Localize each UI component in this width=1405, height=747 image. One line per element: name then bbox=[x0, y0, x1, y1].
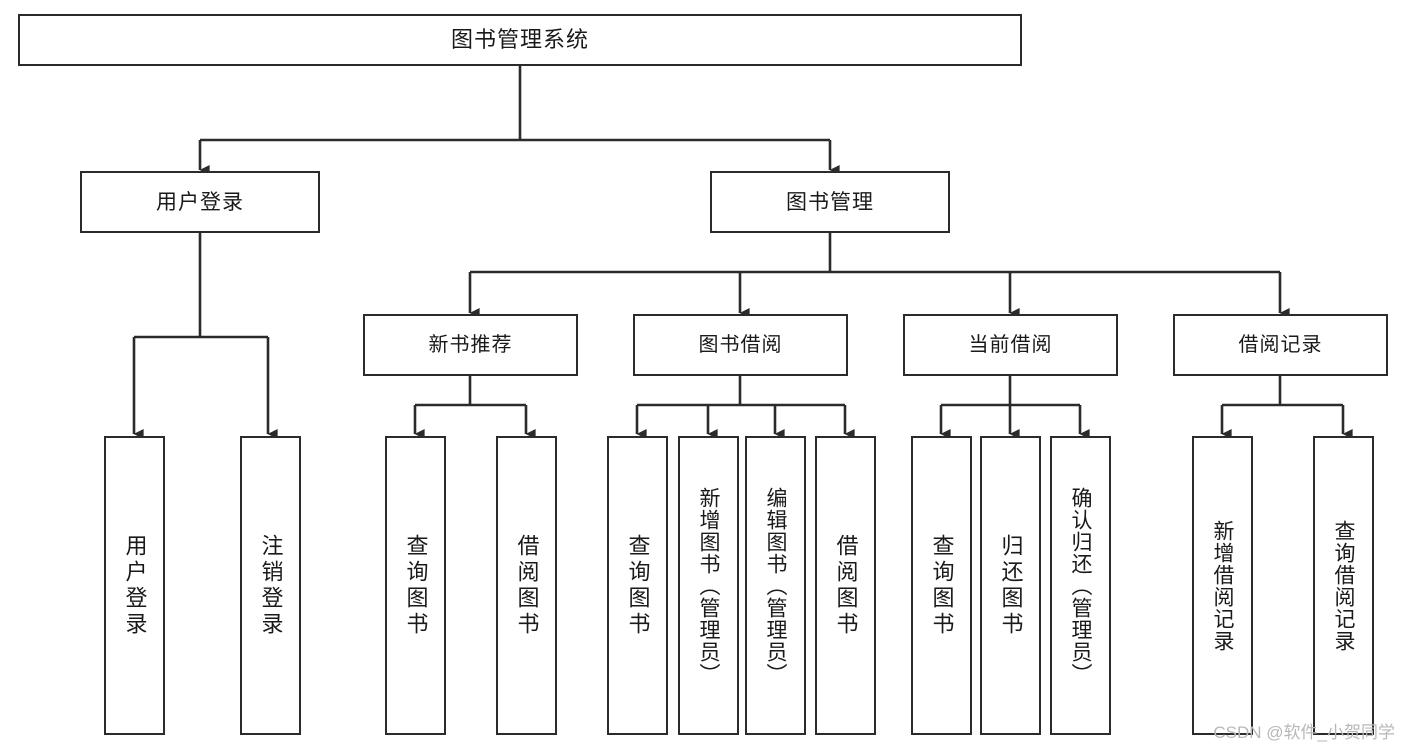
leaf-current-query-book[interactable]: 查询图书 bbox=[911, 436, 972, 735]
leaf-confirm-return-admin[interactable]: 确认归还（管理员） bbox=[1050, 436, 1111, 735]
node-book-borrow[interactable]: 图书借阅 bbox=[633, 314, 848, 376]
node-new-book-recommend[interactable]: 新书推荐 bbox=[363, 314, 578, 376]
leaf-add-borrow-record-label: 新增借阅记录 bbox=[1211, 519, 1234, 652]
node-user-login[interactable]: 用户登录 bbox=[80, 171, 320, 233]
leaf-return-book-label: 归还图书 bbox=[998, 533, 1024, 638]
node-borrow-record[interactable]: 借阅记录 bbox=[1173, 314, 1388, 376]
node-user-login-label: 用户登录 bbox=[156, 190, 244, 214]
node-new-book-recommend-label: 新书推荐 bbox=[428, 334, 513, 356]
node-current-borrow[interactable]: 当前借阅 bbox=[903, 314, 1118, 376]
node-root[interactable]: 图书管理系统 bbox=[18, 14, 1022, 66]
csdn-watermark: CSDN @软件_小贺同学 bbox=[1213, 723, 1395, 742]
leaf-borrow-borrow-book-label: 借阅图书 bbox=[833, 533, 859, 638]
leaf-confirm-return-admin-label: 确认归还（管理员） bbox=[1069, 486, 1092, 685]
leaf-logout[interactable]: 注销登录 bbox=[240, 436, 301, 735]
node-book-management-label: 图书管理 bbox=[786, 190, 874, 214]
leaf-borrow-query-book[interactable]: 查询图书 bbox=[607, 436, 668, 735]
leaf-add-book-admin-label: 新增图书（管理员） bbox=[697, 486, 720, 685]
node-book-management[interactable]: 图书管理 bbox=[710, 171, 950, 233]
leaf-borrow-borrow-book[interactable]: 借阅图书 bbox=[815, 436, 876, 735]
leaf-current-query-book-label: 查询图书 bbox=[929, 533, 955, 638]
node-book-borrow-label: 图书借阅 bbox=[698, 334, 783, 356]
leaf-add-book-admin[interactable]: 新增图书（管理员） bbox=[678, 436, 739, 735]
leaf-borrow-query-book-label: 查询图书 bbox=[625, 533, 651, 638]
node-current-borrow-label: 当前借阅 bbox=[968, 334, 1053, 356]
leaf-edit-book-admin[interactable]: 编辑图书（管理员） bbox=[745, 436, 806, 735]
leaf-logout-label: 注销登录 bbox=[258, 533, 284, 638]
leaf-recommend-borrow-book-label: 借阅图书 bbox=[514, 533, 540, 638]
leaf-edit-book-admin-label: 编辑图书（管理员） bbox=[764, 486, 787, 685]
leaf-recommend-borrow-book[interactable]: 借阅图书 bbox=[496, 436, 557, 735]
leaf-user-login[interactable]: 用户登录 bbox=[104, 436, 165, 735]
leaf-add-borrow-record[interactable]: 新增借阅记录 bbox=[1192, 436, 1253, 735]
leaf-return-book[interactable]: 归还图书 bbox=[980, 436, 1041, 735]
leaf-query-borrow-record[interactable]: 查询借阅记录 bbox=[1313, 436, 1374, 735]
leaf-recommend-query-book[interactable]: 查询图书 bbox=[385, 436, 446, 735]
node-borrow-record-label: 借阅记录 bbox=[1238, 334, 1323, 356]
leaf-user-login-label: 用户登录 bbox=[122, 533, 148, 638]
leaf-query-borrow-record-label: 查询借阅记录 bbox=[1332, 519, 1355, 652]
node-root-label: 图书管理系统 bbox=[450, 27, 589, 52]
leaf-recommend-query-book-label: 查询图书 bbox=[403, 533, 429, 638]
